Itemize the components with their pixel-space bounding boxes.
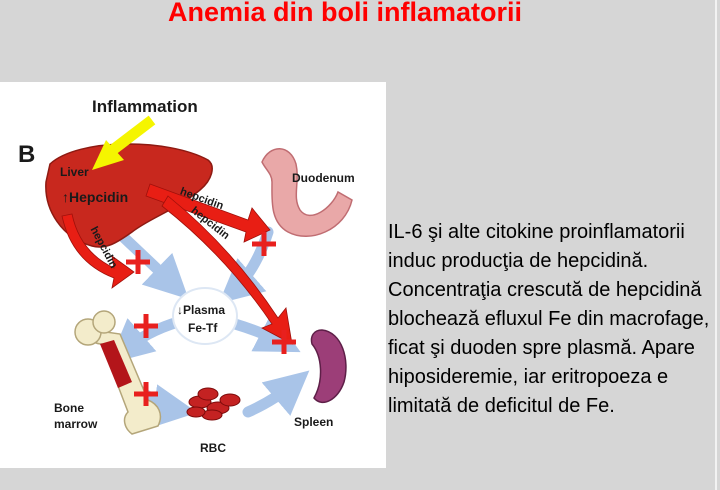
inflammation-label: Inflammation (92, 97, 198, 116)
block-cross-spleen (272, 330, 296, 354)
duodenum-organ (261, 148, 353, 237)
hepcidin-arrow-liver (61, 213, 135, 289)
flow-arrow-rbc-spleen (242, 370, 310, 418)
body-paragraph: IL-6 şi alte citokine proinflamatorii in… (388, 221, 685, 272)
panel-letter: B (18, 141, 35, 168)
body-paragraph: Concentraţia crescută de hepcidină bloch… (388, 279, 710, 417)
block-cross-rbc (134, 382, 158, 406)
block-cross-duodenum (252, 232, 276, 256)
plasma-label-line1: ↓Plasma (177, 303, 225, 317)
liver-label: Liver (60, 165, 89, 179)
block-crosses (126, 232, 296, 406)
slide-title: Anemia din boli inflamatorii (167, 0, 523, 27)
slide-body-text: IL-6 şi alte citokine proinflamatorii in… (388, 218, 720, 421)
hepcidin-diagram: hepcidin hepcidin hepcidin B Inflammatio… (0, 82, 386, 468)
hepcidin-arrows (61, 183, 293, 345)
hepcidin-arrow-spleen (161, 195, 293, 345)
hepcidin-up-label: ↑Hepcidin (62, 189, 128, 205)
hepcidin-arrow-duodenum (145, 183, 271, 243)
plasma-label-line2: Fe-Tf (188, 321, 218, 335)
bone-marrow-organ (74, 310, 162, 435)
diagram-canvas: hepcidin hepcidin hepcidin B Inflammatio… (18, 97, 355, 455)
inflammation-arrow (92, 115, 156, 170)
bone-label-line1: Bone (54, 401, 84, 415)
spleen-label: Spleen (294, 415, 333, 429)
plasma-compartment (172, 287, 238, 345)
duodenum-label: Duodenum (292, 171, 355, 185)
spleen-organ (310, 329, 347, 403)
rbc-label: RBC (200, 441, 226, 455)
block-cross-liver (126, 250, 150, 274)
bone-label-line2: marrow (54, 417, 98, 431)
slide-right-border (715, 0, 717, 490)
rbc-cells (186, 387, 241, 421)
block-cross-bone (134, 314, 158, 338)
